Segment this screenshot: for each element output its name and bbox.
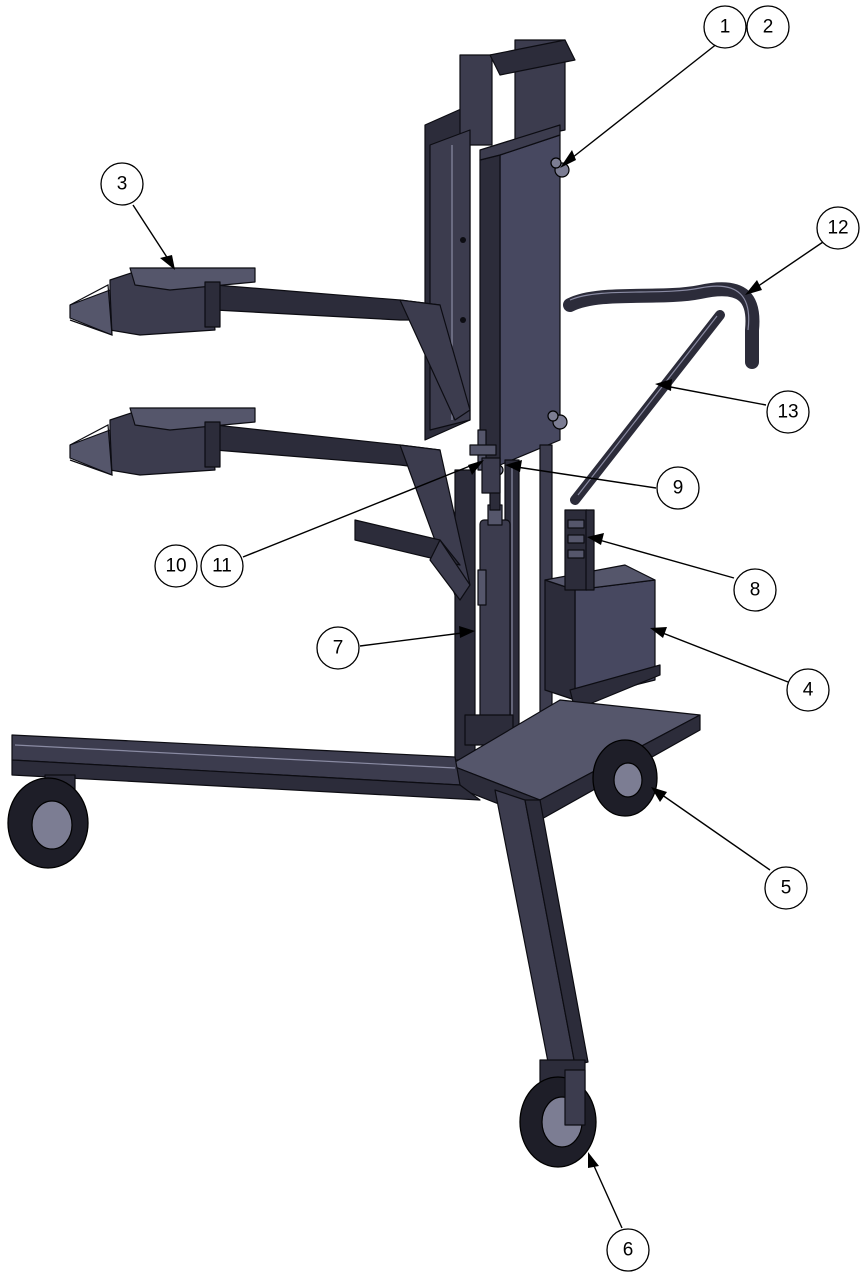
balloon-7[interactable]: 7: [316, 626, 360, 670]
leader-10-11: [242, 461, 481, 558]
leader-8: [591, 537, 735, 579]
balloon-1-label: 1: [720, 17, 731, 38]
balloon-8-label: 8: [750, 580, 761, 601]
drum-lift-illustration: [7, 39, 760, 1168]
leader-9: [509, 465, 657, 489]
balloon-5-label: 5: [781, 878, 792, 899]
balloon-13[interactable]: 13: [766, 390, 810, 434]
leader-7: [359, 631, 471, 647]
balloon-10[interactable]: 10: [154, 544, 198, 588]
balloon-2[interactable]: 2: [746, 5, 790, 49]
balloon-3-label: 3: [117, 174, 128, 195]
balloon-10-label: 10: [165, 556, 186, 577]
balloon-2-label: 2: [763, 17, 774, 38]
balloon-9-label: 9: [673, 478, 684, 499]
leader-3: [132, 204, 173, 266]
balloon-4[interactable]: 4: [786, 668, 830, 712]
balloon-6[interactable]: 6: [606, 1228, 650, 1272]
balloons: 1 2 3 4 5 6 7 8: [100, 5, 860, 1272]
balloon-11-label: 11: [212, 556, 232, 577]
balloon-5[interactable]: 5: [764, 866, 808, 910]
leader-13: [659, 384, 767, 406]
balloon-7-label: 7: [333, 638, 344, 659]
balloon-12-label: 12: [827, 218, 848, 239]
balloon-9[interactable]: 9: [656, 466, 700, 510]
leader-1: [562, 42, 719, 166]
balloon-6-label: 6: [623, 1240, 634, 1261]
leader-lines: [132, 42, 824, 1229]
balloon-13-label: 13: [777, 402, 798, 423]
leader-5: [654, 789, 771, 871]
balloon-1[interactable]: 1: [703, 5, 747, 49]
leader-4: [654, 629, 789, 683]
balloon-4-label: 4: [803, 680, 814, 701]
balloon-11[interactable]: 11: [200, 544, 244, 588]
balloon-8[interactable]: 8: [733, 568, 777, 612]
balloon-12[interactable]: 12: [816, 206, 860, 250]
leader-12: [747, 241, 824, 294]
leader-6: [589, 1156, 623, 1229]
balloon-3[interactable]: 3: [100, 162, 144, 206]
